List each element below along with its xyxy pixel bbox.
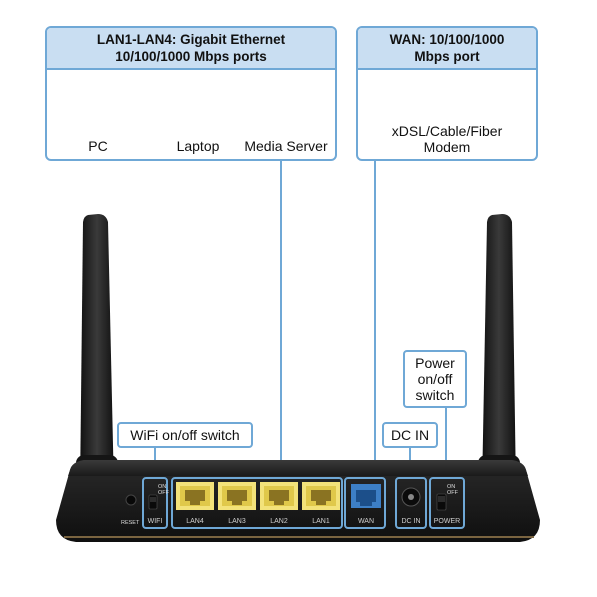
dc-in-port-label: DC IN [401, 518, 420, 525]
wifi-port-label: WIFI [148, 518, 163, 525]
lan-port-label-lan4: LAN4 [186, 518, 204, 525]
wan-title-line2: Mbps port [414, 49, 480, 64]
lan-port-lan3[interactable] [218, 482, 256, 510]
reset-label: RESET [121, 520, 140, 526]
wan-port[interactable] [344, 477, 386, 529]
lan-ports-group [171, 477, 343, 529]
modem-label-line1: xDSL/Cable/Fiber [391, 123, 503, 139]
power-switch[interactable] [429, 477, 465, 529]
lan-port-lan4[interactable] [176, 482, 214, 510]
device-label-pc: PC [88, 138, 108, 154]
power-callout-line3: switch [415, 387, 455, 403]
lan-port-label-lan2: LAN2 [270, 518, 288, 525]
lan-port-lan2[interactable] [260, 482, 298, 510]
wan-port-label: WAN [358, 518, 374, 525]
power-switch-callout: Power on/off switch [403, 350, 467, 408]
dc-in-callout: DC IN [382, 422, 438, 448]
lan-title-line2: 10/100/1000 Mbps ports [115, 49, 267, 64]
device-label-modem: xDSL/Cable/Fiber Modem [366, 123, 528, 155]
lan-port-row: LAN4 LAN3 LAN2 LAN1 [176, 482, 340, 525]
wan-info-box: WAN: 10/100/1000 Mbps port [356, 26, 538, 161]
lan-title-line1: LAN1-LAN4: Gigabit Ethernet [96, 32, 286, 47]
wifi-on-label: ON [158, 484, 166, 490]
wan-box-title: WAN: 10/100/1000 Mbps port [358, 28, 536, 70]
modem-label-line2: Modem [423, 139, 471, 155]
lan-box-title: LAN1-LAN4: Gigabit Ethernet 10/100/1000 … [47, 28, 335, 70]
power-callout-line2: on/off [417, 371, 453, 387]
wan-title-line1: WAN: 10/100/1000 [389, 32, 505, 47]
power-on-label: ON [447, 484, 455, 490]
device-label-laptop: Laptop [176, 138, 220, 154]
lan-port-label-lan1: LAN1 [312, 518, 330, 525]
lan-port-label-lan3: LAN3 [228, 518, 246, 525]
wifi-off-label: OFF [158, 490, 170, 496]
device-label-media-server: Media Server [244, 138, 328, 154]
power-off-label: OFF [447, 490, 459, 496]
wifi-switch[interactable] [142, 477, 168, 529]
power-port-label: POWER [434, 518, 460, 525]
lan-info-box: LAN1-LAN4: Gigabit Ethernet 10/100/1000 … [45, 26, 337, 161]
power-callout-line1: Power [415, 355, 455, 371]
lan-port-lan1[interactable] [302, 482, 340, 510]
dc-in-jack[interactable] [395, 477, 427, 529]
reset-button[interactable] [125, 494, 137, 506]
wifi-switch-callout: WiFi on/off switch [117, 422, 253, 448]
